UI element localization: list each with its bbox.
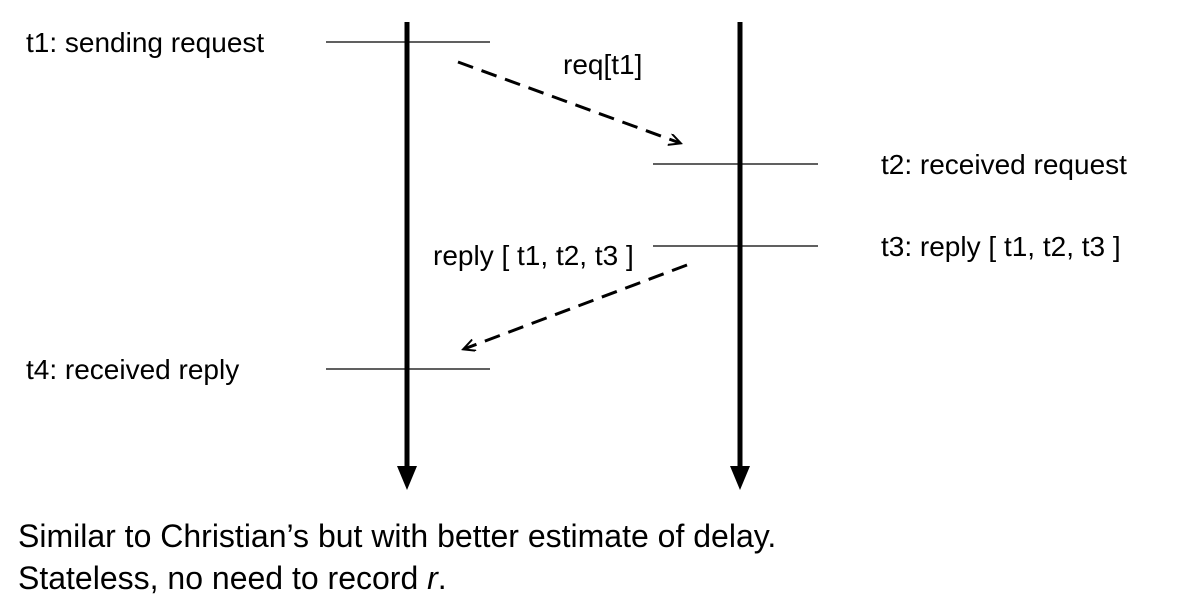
caption-line-2-text: Stateless, no need to record bbox=[18, 560, 428, 596]
request-message-arrow bbox=[457, 60, 680, 143]
caption-line-2-end: . bbox=[437, 560, 447, 596]
reply-message-label: reply [ t1, t2, t3 ] bbox=[433, 240, 634, 271]
reply-message-arrow bbox=[464, 263, 688, 349]
t1-label: t1: sending request bbox=[26, 27, 265, 58]
caption-line-2: Stateless, no need to record r. bbox=[18, 562, 447, 594]
client-timeline-arrowhead bbox=[397, 466, 417, 490]
caption-line-1: Similar to Christian’s but with better e… bbox=[18, 518, 777, 554]
request-message-label: req[t1] bbox=[563, 49, 643, 80]
t3-label: t3: reply [ t1, t2, t3 ] bbox=[881, 231, 1121, 262]
t4-label: t4: received reply bbox=[26, 354, 240, 385]
t2-label: t2: received request bbox=[881, 149, 1127, 180]
server-timeline-arrowhead bbox=[730, 466, 750, 490]
caption-variable-r: r bbox=[427, 560, 438, 596]
